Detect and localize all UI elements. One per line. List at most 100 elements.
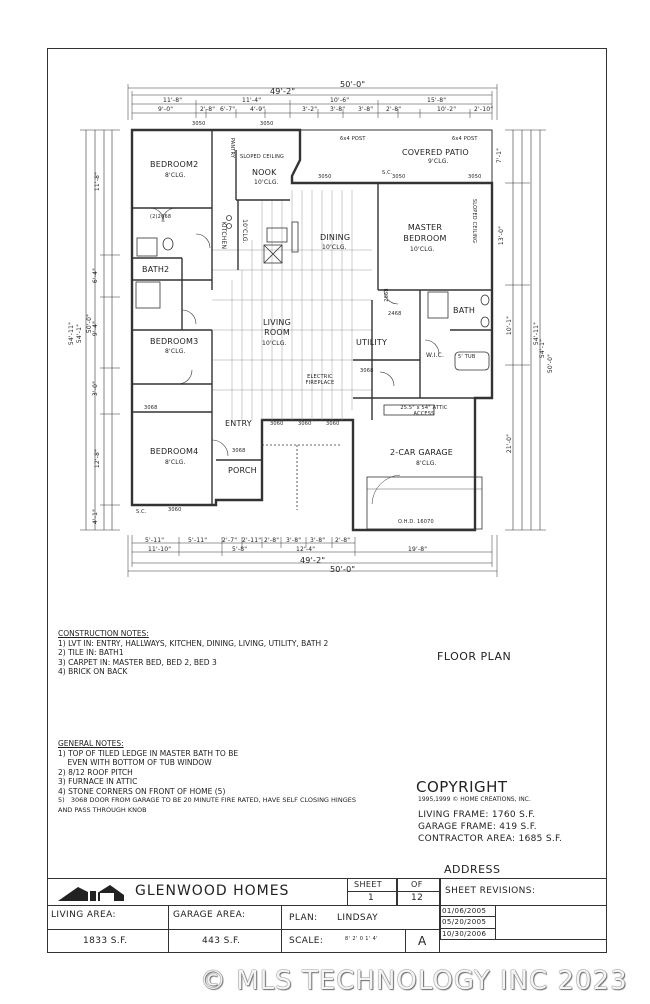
living-area-label: LIVING AREA: — [51, 910, 116, 920]
window-label: 3050 — [468, 174, 482, 180]
window-label: 3060 — [270, 421, 284, 427]
floor-plan-title: FLOOR PLAN — [437, 650, 512, 663]
dim-bottom: 49'-2" — [300, 556, 326, 565]
room-nook-ceiling: 10'CLG. — [254, 179, 279, 186]
dim-right: 21'-0" — [506, 433, 514, 454]
dim-top: 2'-8" — [386, 106, 402, 113]
window-label: 3050 — [192, 121, 206, 127]
note-line: 3) FURNACE IN ATTIC — [58, 777, 138, 786]
room-wic: W.I.C. — [426, 352, 445, 359]
construction-notes-heading: CONSTRUCTION NOTES: — [58, 629, 149, 638]
dim-bottom: 5'-8" — [232, 546, 248, 553]
sheet-number: 1 — [368, 893, 375, 903]
dim-bottom: 2'-8" — [264, 537, 280, 544]
room-bath: BATH — [453, 306, 476, 315]
revision-date: 10/30/2006 — [442, 930, 487, 938]
company-name: GLENWOOD HOMES — [135, 883, 290, 899]
dim-top: 15'-8" — [427, 97, 447, 104]
window-label: 3050 — [392, 174, 406, 180]
note-line: 4) STONE CORNERS ON FRONT OF HOME (5) — [58, 786, 226, 796]
title-block: GLENWOOD HOMES SHEET OF 1 12 SHEET REVIS… — [47, 878, 607, 953]
dim-left: 4'-1" — [92, 508, 100, 525]
note-line: 2) 8/12 ROOF PITCH — [58, 767, 133, 777]
sheet-revisions-label: SHEET REVISIONS: — [445, 886, 536, 896]
door-label: 3068 — [232, 448, 246, 454]
dim-top: 3'-8" — [358, 106, 374, 113]
door-label: 2668 — [383, 288, 390, 302]
window-label: 3050 — [318, 174, 332, 180]
room-master-bedroom-ceiling: 10'CLG. — [410, 246, 435, 253]
post-label: 6x4 POST — [452, 136, 478, 142]
door-label: 3068 — [360, 368, 374, 374]
window-label: 3060 — [168, 507, 182, 513]
note-line: AND PASS THROUGH KNOB — [58, 805, 147, 814]
scale-label: SCALE: — [289, 936, 324, 946]
dim-left: 9'-4" — [92, 320, 100, 337]
plan-name: LINDSAY — [337, 913, 378, 923]
dim-top: 11'-8" — [163, 97, 183, 104]
room-bedroom4: BEDROOM4 — [150, 447, 199, 456]
note-line: 1) LVT IN: ENTRY, HALLWAYS, KITCHEN, DIN… — [58, 638, 329, 648]
overhead-door-label: O.H.D. 16070 — [398, 519, 434, 525]
note-line: EVEN WITH BOTTOM OF TUB WINDOW — [58, 758, 212, 767]
room-covered-patio-ceiling: 9'CLG. — [428, 158, 449, 165]
room-garage: 2-CAR GARAGE — [390, 448, 454, 457]
window-label: 3060 — [298, 421, 312, 427]
attic-access-label: 25.5" x 54" ATTIC ACCESS — [400, 405, 448, 417]
dim-top: 2'-10" — [474, 106, 494, 113]
plan-label: PLAN: — [289, 913, 318, 923]
note-line: 4) BRICK ON BACK — [58, 667, 128, 676]
dim-overall-width: 50'-0" — [340, 80, 366, 89]
dim-top: 10'-2" — [437, 106, 457, 113]
dim-left: 3'-0" — [92, 380, 100, 397]
dim-right: 50'-0" — [547, 353, 555, 374]
note-line: 1) TOP OF TILED LEDGE IN MASTER BATH TO … — [58, 748, 239, 758]
dim-top: 11'-4" — [242, 97, 262, 104]
dim-top: 9'-0" — [158, 106, 174, 113]
general-notes: GENERAL NOTES: 1) TOP OF TILED LEDGE IN … — [58, 739, 356, 815]
room-living: LIVING ROOM — [262, 318, 292, 337]
door-label: 2468 — [388, 311, 402, 317]
dim-bottom: 3'-8" — [286, 537, 302, 544]
garage-frame-area: GARAGE FRAME: 419 S.F. — [418, 822, 537, 832]
dim-left: 6'-4" — [92, 267, 100, 284]
address-label: ADDRESS — [444, 863, 501, 876]
room-living-ceiling: 10'CLG. — [262, 340, 287, 347]
sc-label: S.C. — [136, 509, 147, 515]
sc-label: S.C. — [382, 170, 393, 176]
dim-bottom-overall: 50'-0" — [330, 565, 356, 574]
window-label: 3060 — [326, 421, 340, 427]
dim-bottom: 5'-11" — [145, 537, 165, 544]
of-label: OF — [411, 880, 423, 889]
room-entry: ENTRY — [225, 419, 252, 428]
dim-right: 10'-1" — [506, 315, 514, 336]
dim-top: 3'-2" — [302, 106, 318, 113]
tub-label: 5' TUB — [458, 354, 476, 360]
dim-bottom: 2'-11" — [242, 537, 262, 544]
dim-bottom: 5'-11" — [188, 537, 208, 544]
note-line: 5) 3068 DOOR FROM GARAGE TO BE 20 MINUTE… — [58, 796, 356, 804]
room-bedroom2-ceiling: 8'CLG. — [165, 172, 186, 179]
pantry-label: PANTRY — [229, 137, 236, 159]
dim-bottom: 2'-7" — [222, 537, 238, 544]
dim-left: 11'-8" — [94, 171, 102, 192]
door-label: 3068 — [144, 405, 158, 411]
room-master-bedroom: MASTER BEDROOM — [403, 223, 447, 243]
revision-letter: A — [418, 934, 427, 948]
contractor-area: CONTRACTOR AREA: 1685 S.F. — [418, 834, 563, 844]
dim-top: 6'-7" — [220, 106, 236, 113]
fireplace-label: ELECTRIC FIREPLACE — [305, 374, 335, 386]
dim-top: 10'-6" — [330, 97, 350, 104]
post-label: 6x4 POST — [340, 136, 366, 142]
room-kitchen: KITCHEN — [220, 221, 228, 250]
dim-left: 54'-11" — [68, 321, 76, 346]
dim-bottom: 19'-8" — [408, 546, 428, 553]
garage-area-value: 443 S.F. — [202, 936, 241, 946]
scale-bar: 8' 2' 0 1' 4' — [345, 936, 378, 942]
room-kitchen-ceiling: 10'CLG. — [240, 219, 248, 244]
dim-left: 54'-1" — [76, 323, 84, 344]
construction-notes: CONSTRUCTION NOTES: 1) LVT IN: ENTRY, HA… — [58, 629, 328, 677]
room-bedroom3-ceiling: 8'CLG. — [165, 348, 186, 355]
living-area-value: 1833 S.F. — [83, 936, 128, 946]
sheet-label: SHEET — [354, 880, 383, 889]
